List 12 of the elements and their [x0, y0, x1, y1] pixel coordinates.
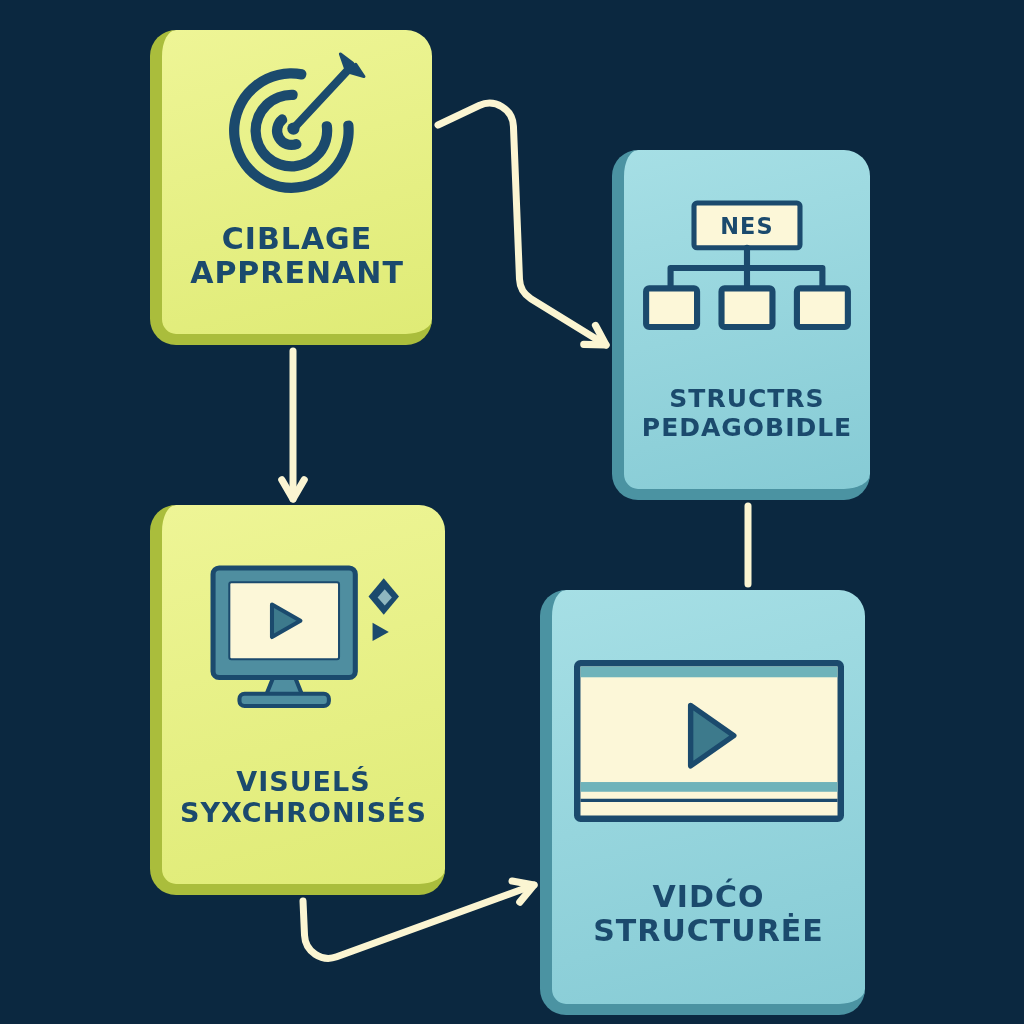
step-label: VISUELŚ SYXCHRONISÉS	[180, 767, 427, 829]
step-label: STRUCTRS PEDAGOBIDLE	[641, 385, 853, 442]
connector-line	[744, 502, 752, 588]
step-card	[540, 590, 865, 1015]
step-label: CIBLAGE APPRENANT	[190, 222, 404, 291]
org-chart-heading: NES	[720, 213, 774, 240]
arrow	[434, 99, 610, 349]
step-card	[150, 505, 445, 895]
arrow	[299, 877, 538, 962]
step-label: VIDĆO STRUCTURĖE	[593, 880, 824, 949]
step-card	[150, 30, 432, 345]
arrow	[278, 347, 308, 503]
